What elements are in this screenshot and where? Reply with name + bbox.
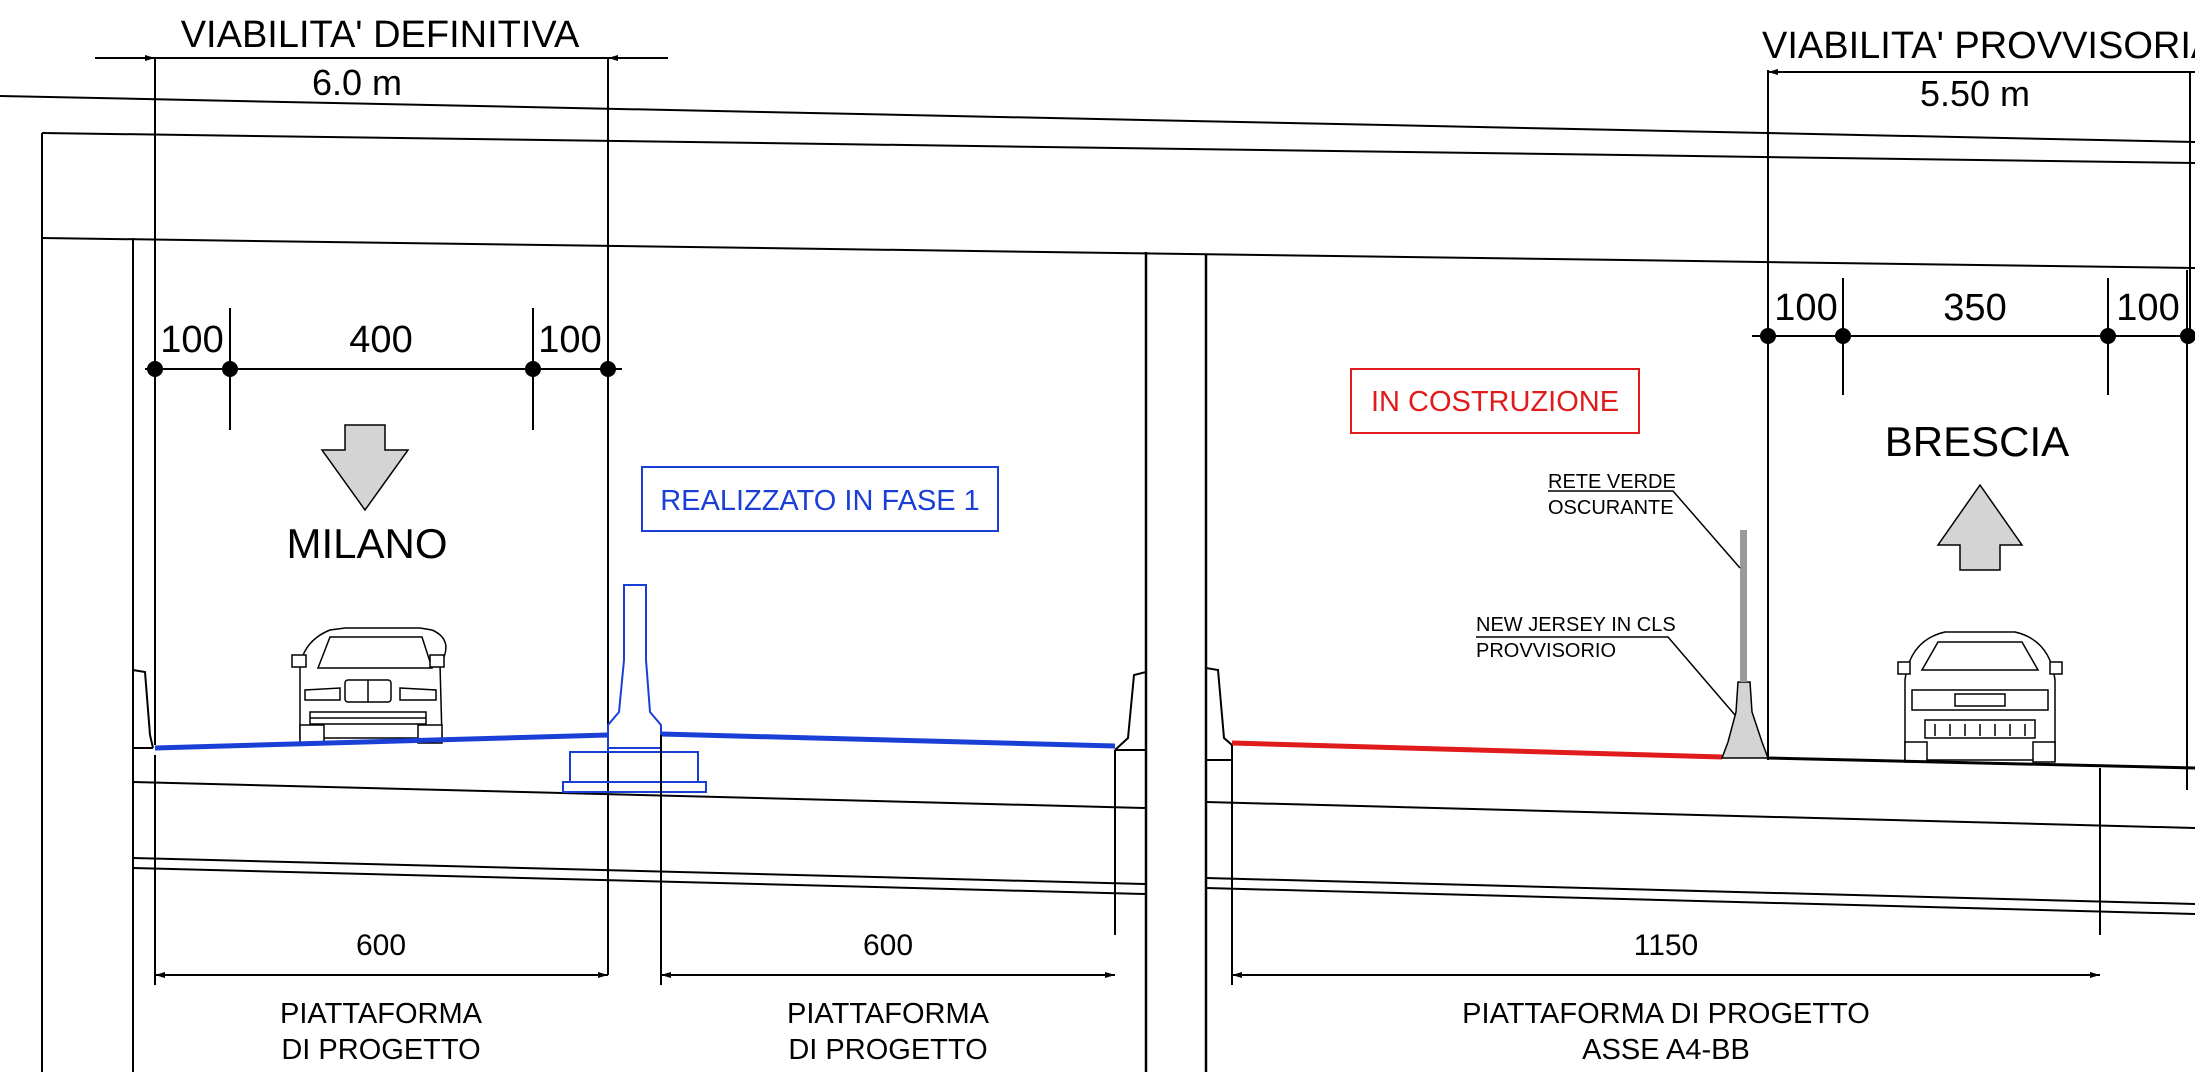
right-lane-dim-2: 350 — [1943, 287, 2006, 329]
phase1-pavement-left — [154, 732, 609, 751]
barrier-label-line2: PROVVISORIO — [1476, 640, 1616, 662]
left-platform-line2: DI PROGETTO — [281, 1034, 480, 1066]
provisional-barrier — [1720, 681, 1770, 759]
leader-lines — [1476, 490, 1741, 716]
left-direction-label: MILANO — [286, 520, 447, 567]
phase1-label: REALIZZATO IN FASE 1 — [660, 485, 980, 517]
left-lane-dim-2: 400 — [349, 319, 412, 361]
car-rear-icon — [1897, 631, 2063, 763]
phase1-pavement-right — [660, 731, 1116, 749]
construction-label: IN COSTRUZIONE — [1371, 386, 1619, 418]
left-header-title: VIABILITA' DEFINITIVA — [181, 14, 580, 56]
right-lane-dim-1: 100 — [1774, 287, 1837, 329]
left-bottom-dim-1: 600 — [356, 929, 406, 962]
left-lane-dimension-line — [145, 308, 622, 430]
right-header-width: 5.50 m — [1920, 73, 2030, 114]
barrier-label-line1: NEW JERSEY IN CLS — [1476, 614, 1676, 636]
phase1-barrier — [562, 584, 707, 793]
left-platform-line1: PIATTAFORMA — [280, 998, 483, 1030]
right-header-title: VIABILITA' PROVVISORIA — [1762, 25, 2195, 67]
net-label-line2: OSCURANTE — [1548, 497, 1674, 519]
phase1-label-box — [641, 466, 999, 532]
left-lane-dim-3: 100 — [538, 319, 601, 361]
right-bottom-dimension — [1231, 745, 2100, 985]
left-bottom-dimensions — [154, 735, 1115, 985]
left-header-width: 6.0 m — [312, 62, 402, 103]
arrow-up-icon — [1936, 483, 2024, 571]
construction-pavement — [1231, 740, 1723, 760]
provisional-pavement — [1767, 756, 2195, 770]
left-header-dimension — [95, 55, 668, 975]
left-bottom-dim-2: 600 — [863, 929, 913, 962]
right-platform-line2: ASSE A4-BB — [1582, 1034, 1750, 1066]
structure — [0, 95, 2195, 1072]
mid-platform-line1: PIATTAFORMA — [787, 998, 990, 1030]
construction-label-box — [1350, 368, 1640, 434]
right-bottom-dim: 1150 — [1634, 929, 1699, 962]
arrow-down-icon — [320, 424, 410, 512]
right-lane-dimension-line — [1752, 278, 2195, 395]
right-direction-label: BRESCIA — [1885, 418, 2069, 465]
right-header-dimension — [1767, 69, 2195, 760]
left-lane-dim-1: 100 — [160, 319, 223, 361]
right-platform-line1: PIATTAFORMA DI PROGETTO — [1462, 998, 1870, 1030]
car-front-icon — [291, 627, 447, 744]
net-label-line1: RETE VERDE — [1548, 471, 1676, 493]
mid-platform-line2: DI PROGETTO — [788, 1034, 987, 1066]
right-lane-dim-3: 100 — [2116, 287, 2179, 329]
net-pole — [1740, 530, 1747, 682]
